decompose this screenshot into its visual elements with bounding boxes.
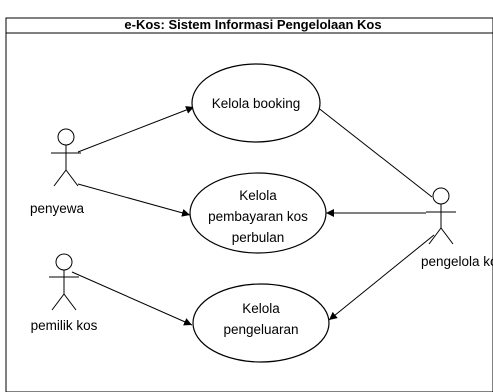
association-pemilik-pengeluaran: [71, 271, 193, 326]
actor-right-leg: [63, 293, 77, 311]
use-case-kelola-pembayaran: Kelola pembayaran kos perbulan: [189, 172, 327, 254]
diagram-title: e-Kos: Sistem Informasi Pengelolaan Kos: [124, 17, 381, 32]
actor-left-leg: [53, 169, 67, 187]
actor-head: [57, 128, 75, 146]
use-case-label-line-2: pembayaran kos: [208, 209, 308, 224]
association-penyewa-pembayaran: [77, 183, 191, 217]
actor-label-pengelola-kos: pengelola kos: [421, 254, 493, 269]
association-pengelola-pengeluaran: [328, 234, 435, 321]
use-case-kelola-booking: Kelola booking: [191, 63, 321, 143]
actor-pengelola-kos: pengelola kos: [421, 187, 493, 269]
use-case-kelola-pengeluaran: Kelola pengeluaran: [192, 283, 330, 363]
use-case-label: Kelola booking: [212, 96, 301, 111]
use-case-label-line-1: Kelola: [242, 301, 280, 316]
use-case-label-line-2: pengeluaran: [223, 322, 298, 337]
actor-head: [432, 187, 450, 205]
actor-head: [55, 253, 73, 271]
actor-pemilik-kos: pemilik kos: [31, 253, 98, 333]
association-penyewa-booking: [77, 106, 195, 153]
actor-left-leg: [428, 227, 442, 245]
actor-label-pemilik-kos: pemilik kos: [31, 318, 98, 333]
actor-right-leg: [440, 227, 454, 245]
actor-penyewa: penyewa: [30, 128, 85, 216]
use-case-ellipse: [192, 283, 330, 363]
association-pengelola-booking: [311, 102, 433, 198]
use-case-ellipse: [191, 63, 321, 143]
system-boundary: [5, 17, 493, 392]
use-case-label-line-1: Kelola: [239, 188, 277, 203]
actor-label-penyewa: penyewa: [30, 201, 85, 216]
actor-right-leg: [65, 169, 79, 187]
use-case-label-line-3: perbulan: [232, 230, 285, 245]
actor-left-leg: [51, 293, 65, 311]
use-case-ellipse: [189, 172, 327, 254]
